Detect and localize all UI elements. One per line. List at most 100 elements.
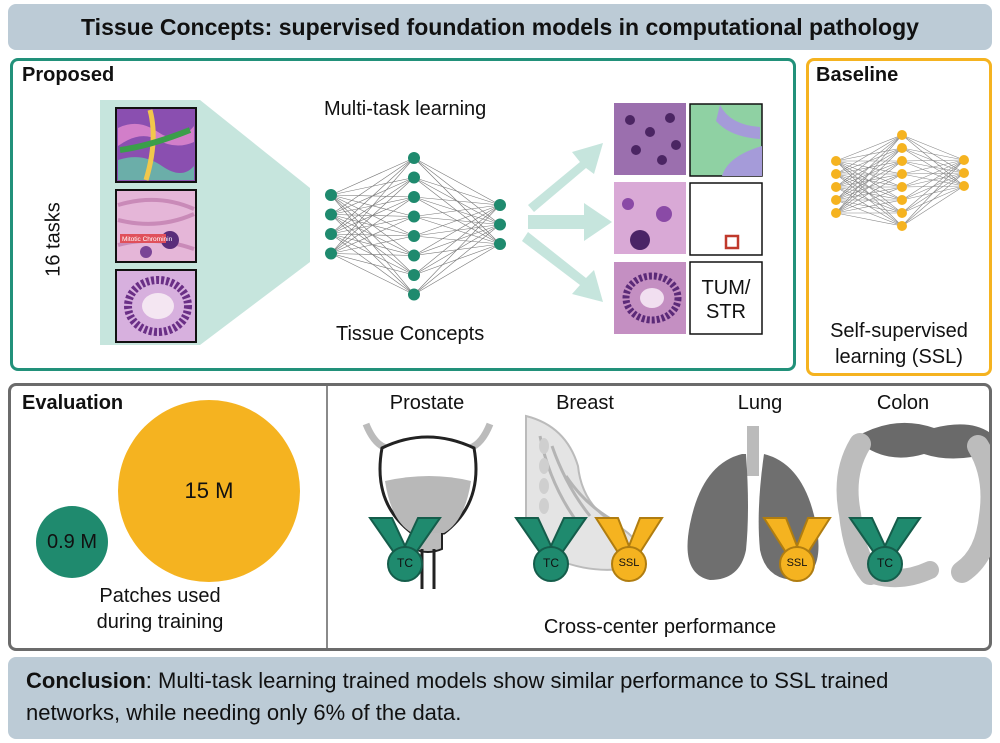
network-node: [831, 182, 841, 192]
medal-ssl-lung-label: SSL: [786, 557, 808, 569]
organ-prostate-label: Prostate: [389, 392, 465, 414]
network-edge: [901, 147, 965, 161]
output-class-line1: TUM/: [701, 277, 751, 299]
output-arrows: [522, 143, 612, 302]
organ-lung-label: Lung: [737, 392, 783, 414]
baseline-panel: [806, 58, 992, 376]
network-node: [897, 182, 907, 192]
network-node: [325, 247, 337, 260]
prostate-icon: [362, 422, 494, 589]
network-edge: [330, 157, 415, 215]
network-node: [494, 218, 506, 231]
network-edge: [413, 157, 501, 206]
network-edge: [330, 157, 415, 254]
medal-tc-breast-label: TC: [543, 556, 559, 570]
conclusion-text: : Multi-task learning trained models sho…: [26, 668, 889, 725]
network-node: [897, 156, 907, 166]
cross-center-label: Cross-center performance: [543, 616, 777, 638]
network-edge: [901, 159, 965, 201]
network-node: [325, 228, 337, 240]
network-edge: [835, 134, 903, 214]
output-detection-box: [689, 182, 763, 256]
network-edge: [835, 173, 903, 214]
network-node: [494, 238, 506, 250]
network-edge: [835, 199, 903, 214]
patch-annotation-label: Mitotic Chrominin: [122, 236, 173, 243]
network-edge: [413, 204, 501, 237]
colon-icon: [836, 422, 990, 588]
ssl-caption: Self-supervised learning (SSL): [806, 318, 992, 370]
network-edge: [330, 235, 415, 254]
network-node: [831, 208, 841, 218]
network-edge: [835, 186, 903, 214]
network-edge: [835, 134, 903, 201]
network-node: [325, 208, 337, 221]
patches-caption: Patches used during training: [40, 583, 280, 635]
network-node: [408, 230, 420, 242]
network-node: [831, 156, 841, 166]
network-edge: [901, 159, 965, 227]
output-class-label: TUM/ STR: [690, 276, 762, 324]
patches-caption-line1: Patches used: [99, 585, 221, 607]
baseline-network: [831, 130, 969, 231]
network-edge: [330, 196, 415, 254]
tc-label: Tissue Concepts: [336, 323, 485, 345]
output-class-box: [689, 261, 763, 335]
network-edge: [413, 196, 501, 206]
proposed-panel: [10, 58, 796, 371]
network-edge: [413, 243, 501, 295]
multitask-network: [325, 152, 506, 301]
evaluation-panel: [8, 383, 992, 651]
network-edge: [835, 160, 903, 214]
network-edge: [901, 159, 965, 214]
patch-segmentation-image: [115, 107, 197, 183]
network-node: [831, 169, 841, 179]
baseline-header: Baseline: [816, 64, 899, 86]
network-node: [959, 168, 969, 178]
patch-detection-image: Mitotic Chrominin: [115, 189, 197, 263]
network-node: [897, 143, 907, 153]
evaluation-divider: [326, 386, 328, 648]
network-edge: [413, 204, 501, 256]
network-node: [408, 249, 420, 262]
ssl-caption-line1: Self-supervised: [830, 320, 968, 342]
medal-tc-breast: [514, 517, 588, 582]
small-circle-label: 0.9 M: [46, 530, 98, 553]
network-edge: [330, 253, 415, 256]
network-node: [897, 221, 907, 231]
patches-caption-line2: during training: [96, 611, 224, 633]
small-circle: 0.9 M: [36, 506, 108, 578]
conclusion-heading: Conclusion: [26, 668, 146, 693]
network-edge: [901, 172, 965, 227]
mtl-label: Multi-task learning: [324, 98, 487, 120]
medal-ssl-breast-label: SSL: [618, 557, 640, 569]
network-edge: [330, 177, 415, 254]
proposed-diagram: Mitotic Chrominin: [100, 100, 763, 345]
network-node: [897, 169, 907, 179]
network-edge: [330, 253, 415, 295]
network-node: [408, 171, 420, 184]
network-edge: [413, 204, 501, 217]
network-edge: [330, 216, 415, 254]
network-edge: [330, 253, 415, 276]
medal-ssl-breast: [594, 517, 664, 582]
network-edge: [835, 134, 903, 175]
network-node: [897, 195, 907, 205]
medal-ssl-lung: [762, 517, 832, 582]
page-title: Tissue Concepts: supervised foundation m…: [81, 13, 919, 40]
network-node: [408, 210, 420, 223]
network-edge: [835, 147, 903, 214]
output-patch-1-image: [614, 103, 686, 175]
ssl-caption-line2: learning (SSL): [835, 346, 963, 368]
medal-tc-prostate-label: TC: [397, 556, 413, 570]
output-class-line2: STR: [706, 301, 746, 323]
network-node: [831, 195, 841, 205]
network-node: [325, 189, 337, 201]
network-node: [897, 208, 907, 218]
network-node: [408, 269, 420, 281]
funnel-shape: [200, 100, 310, 345]
network-edge: [901, 185, 965, 227]
title-banner: Tissue Concepts: supervised foundation m…: [8, 4, 992, 50]
patch-classification-image: [115, 269, 197, 343]
medal-tc-colon: [848, 517, 922, 582]
